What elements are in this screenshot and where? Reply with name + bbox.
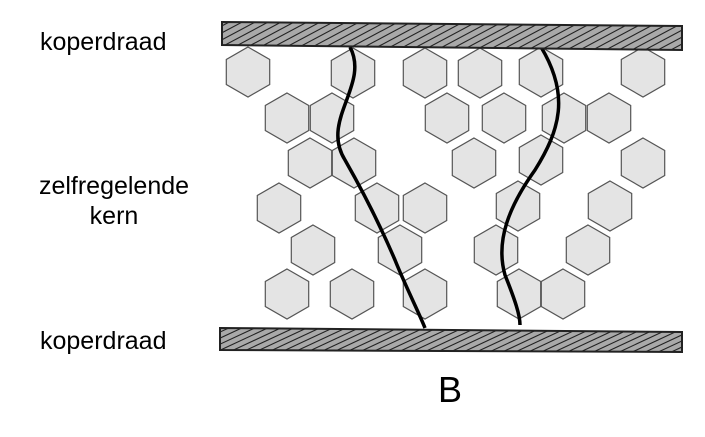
wire-strand xyxy=(445,22,507,50)
grain-hexagon xyxy=(620,46,666,98)
core-label-line1: zelfregelende xyxy=(38,172,190,200)
wire-strand xyxy=(222,22,260,50)
wire-strand xyxy=(380,328,442,352)
wire-strand xyxy=(432,22,494,50)
wire-strand xyxy=(679,22,682,50)
wire-strand xyxy=(640,22,682,50)
top-wire-label: koperdraad xyxy=(40,28,167,56)
conduction-path-left xyxy=(336,46,427,329)
wire-strand xyxy=(276,328,338,352)
wire-strand xyxy=(458,328,520,352)
bottom-wire-label: koperdraad xyxy=(40,327,167,355)
wire-strand xyxy=(222,22,234,50)
wire-strand xyxy=(328,328,390,352)
wire-strand xyxy=(458,22,520,50)
wire-strand xyxy=(263,328,325,352)
grain-hexagon xyxy=(451,137,497,189)
wire-strand xyxy=(432,328,494,352)
grain-hexagon xyxy=(541,92,587,144)
top-copper-wire xyxy=(160,20,705,52)
wire-strand xyxy=(222,22,247,50)
wire-strand xyxy=(497,22,559,50)
grain-hexagon xyxy=(402,182,448,234)
wire-strand xyxy=(653,328,682,352)
wire-strand xyxy=(666,22,682,50)
conduction-path-right xyxy=(500,46,561,326)
grain-hexagon xyxy=(256,182,302,234)
grain-hexagon xyxy=(402,47,448,99)
wire-strand xyxy=(220,328,260,352)
grain-hexagon xyxy=(481,92,527,144)
core-label-line2: kern xyxy=(89,202,139,230)
figure-letter: B xyxy=(438,369,463,410)
wire-strand xyxy=(406,22,468,50)
grain-hexagon xyxy=(518,46,564,98)
wire-strand xyxy=(354,328,416,352)
grain-hexagon xyxy=(620,137,666,189)
grain-hexagon xyxy=(540,268,586,320)
conductive-grains xyxy=(225,46,666,320)
wire-strand xyxy=(315,328,377,352)
wire-strand xyxy=(693,326,705,354)
wire-strand xyxy=(354,22,416,50)
wire-strand xyxy=(445,328,507,352)
wire-strand xyxy=(220,328,234,352)
core-label: zelfregelende kern xyxy=(26,171,202,231)
wire-strand xyxy=(222,22,273,50)
grain-hexagon xyxy=(287,137,333,189)
wire-strand xyxy=(341,328,403,352)
grain-hexagon xyxy=(473,224,519,276)
grain-hexagon xyxy=(495,180,541,232)
grain-hexagon xyxy=(264,268,310,320)
wire-strand xyxy=(250,328,312,352)
wire-strand xyxy=(220,328,221,352)
grain-hexagon xyxy=(264,92,310,144)
bottom-copper-wire xyxy=(219,326,705,354)
wire-strand xyxy=(653,22,682,50)
grain-hexagon xyxy=(565,224,611,276)
grain-hexagon xyxy=(329,268,375,320)
wire-strand xyxy=(484,22,546,50)
wire-strand xyxy=(289,328,351,352)
wire-strand xyxy=(367,22,429,50)
wire-strand xyxy=(302,328,364,352)
wire-strand xyxy=(160,20,220,52)
grain-hexagon xyxy=(424,92,470,144)
wire-strand xyxy=(471,328,533,352)
grain-hexagon xyxy=(377,224,423,276)
wire-strand xyxy=(393,22,455,50)
wire-strand xyxy=(471,22,533,50)
wire-strand xyxy=(393,328,455,352)
wire-strand xyxy=(640,328,682,352)
wire-strand xyxy=(666,328,682,352)
wire-strand xyxy=(220,328,247,352)
grain-hexagon xyxy=(331,137,377,189)
wire-strand xyxy=(380,22,442,50)
wire-strand xyxy=(224,328,286,352)
wire-strand xyxy=(237,328,299,352)
wire-strand xyxy=(419,22,481,50)
grain-hexagon xyxy=(457,47,503,99)
grain-hexagon xyxy=(586,92,632,144)
grain-hexagon xyxy=(587,180,633,232)
wire-strand xyxy=(220,328,273,352)
wire-strand xyxy=(367,328,429,352)
wire-strand xyxy=(406,328,468,352)
wire-strand xyxy=(679,328,682,352)
grain-hexagon xyxy=(290,224,336,276)
wire-strand xyxy=(693,20,705,52)
grain-hexagon xyxy=(225,46,271,98)
wire-strand xyxy=(419,328,481,352)
